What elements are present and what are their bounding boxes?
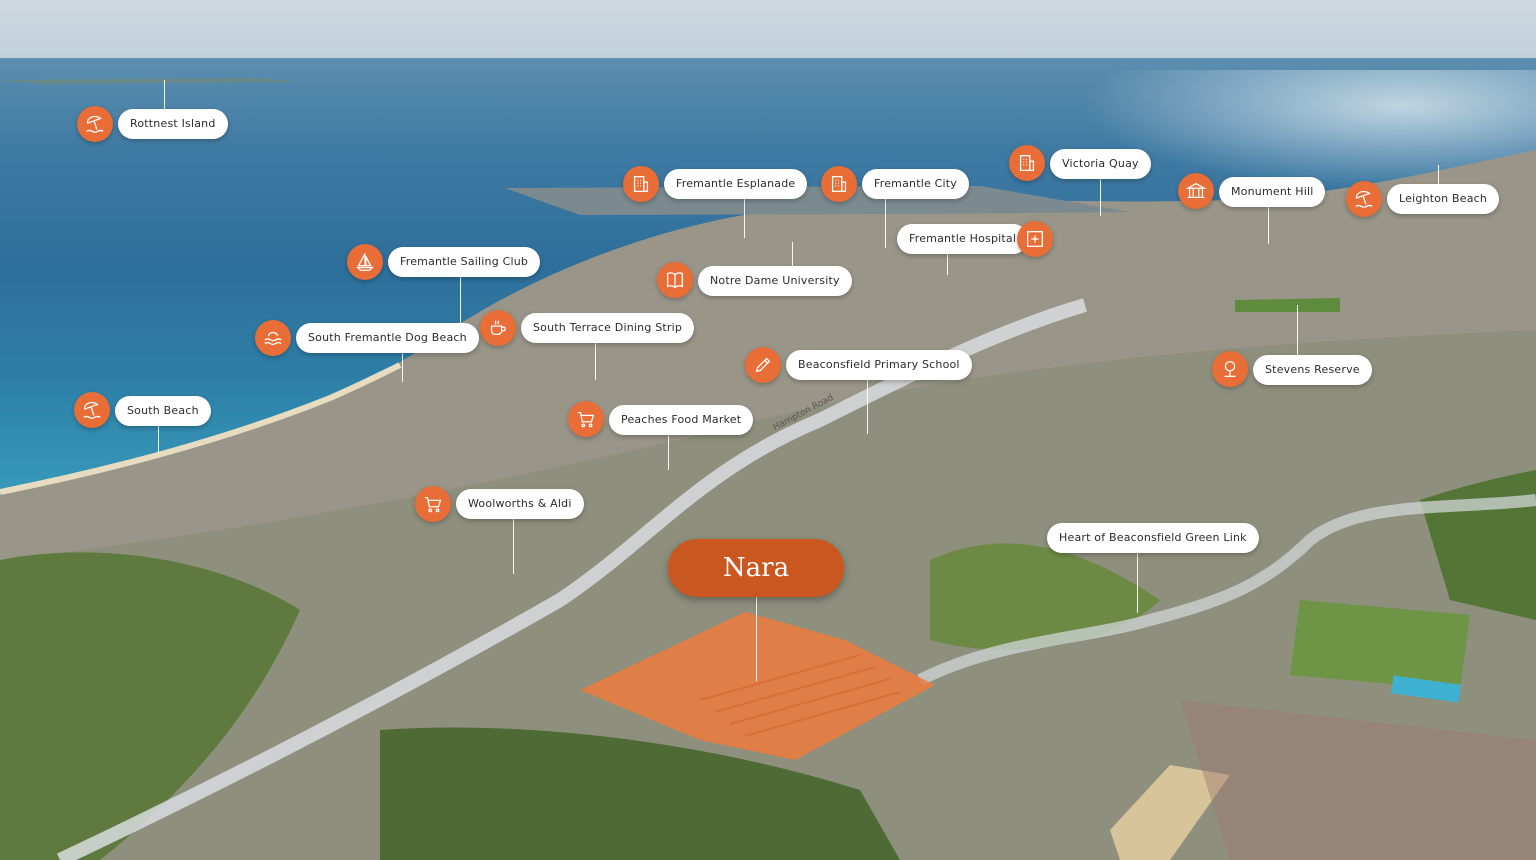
beach-umbrella-icon[interactable] [77,106,113,142]
connector-line [402,352,403,382]
monument-icon[interactable] [1178,173,1214,209]
connector-line [744,198,745,238]
connector-line [164,80,165,110]
poi-label-stevens-reserve[interactable]: Stevens Reserve [1253,355,1372,385]
shopping-cart-icon[interactable] [415,486,451,522]
book-icon[interactable] [657,262,693,298]
poi-label-peaches-food-market[interactable]: Peaches Food Market [609,405,754,435]
connector-line [947,253,948,275]
poi-label-south-beach[interactable]: South Beach [115,396,211,426]
building-icon[interactable] [821,166,857,202]
connector-line [1100,178,1101,216]
building-icon[interactable] [623,166,659,202]
shopping-cart-icon[interactable] [568,401,604,437]
poi-label-fremantle-sailing-club[interactable]: Fremantle Sailing Club [388,247,541,277]
poi-label-fremantle-city[interactable]: Fremantle City [862,169,969,199]
connector-line [792,242,793,266]
connector-line [885,198,886,248]
poi-label-victoria-quay[interactable]: Victoria Quay [1050,149,1151,179]
connector-line [460,276,461,336]
connector-line [158,425,159,453]
connector-line [668,434,669,470]
connector-line [595,342,596,380]
poi-label-notre-dame-university[interactable]: Notre Dame University [698,266,852,296]
poi-label-heart-of-beaconsfield-green-link[interactable]: Heart of Beaconsfield Green Link [1047,523,1259,553]
tree-icon[interactable] [1212,351,1248,387]
poi-label-fremantle-esplanade[interactable]: Fremantle Esplanade [664,169,808,199]
poi-label-beaconsfield-primary-school[interactable]: Beaconsfield Primary School [786,350,972,380]
poi-label-leighton-beach[interactable]: Leighton Beach [1387,184,1500,214]
beach-umbrella-icon[interactable] [1346,181,1382,217]
building-icon[interactable] [1009,145,1045,181]
poi-label-fremantle-hospital[interactable]: Fremantle Hospital [897,224,1029,254]
connector-line [1297,305,1298,355]
sailboat-icon[interactable] [347,244,383,280]
poi-label-south-fremantle-dog-beach[interactable]: South Fremantle Dog Beach [296,323,479,353]
connector-line [756,597,757,681]
pencil-icon[interactable] [745,347,781,383]
nara-site-label[interactable]: Nara [668,539,844,597]
hospital-icon[interactable] [1017,221,1053,257]
poi-label-south-terrace-dining-strip[interactable]: South Terrace Dining Strip [521,313,695,343]
connector-line [1268,206,1269,244]
poi-label-rottnest-island[interactable]: Rottnest Island [118,109,228,139]
connector-line [1438,165,1439,185]
connector-line [1137,553,1138,613]
waves-icon[interactable] [255,320,291,356]
beach-umbrella-icon[interactable] [74,392,110,428]
connector-line [513,519,514,574]
coffee-icon[interactable] [480,310,516,346]
sky [0,0,1536,64]
poi-label-monument-hill[interactable]: Monument Hill [1219,177,1326,207]
poi-label-woolworths-aldi[interactable]: Woolworths & Aldi [456,489,584,519]
connector-line [867,379,868,434]
